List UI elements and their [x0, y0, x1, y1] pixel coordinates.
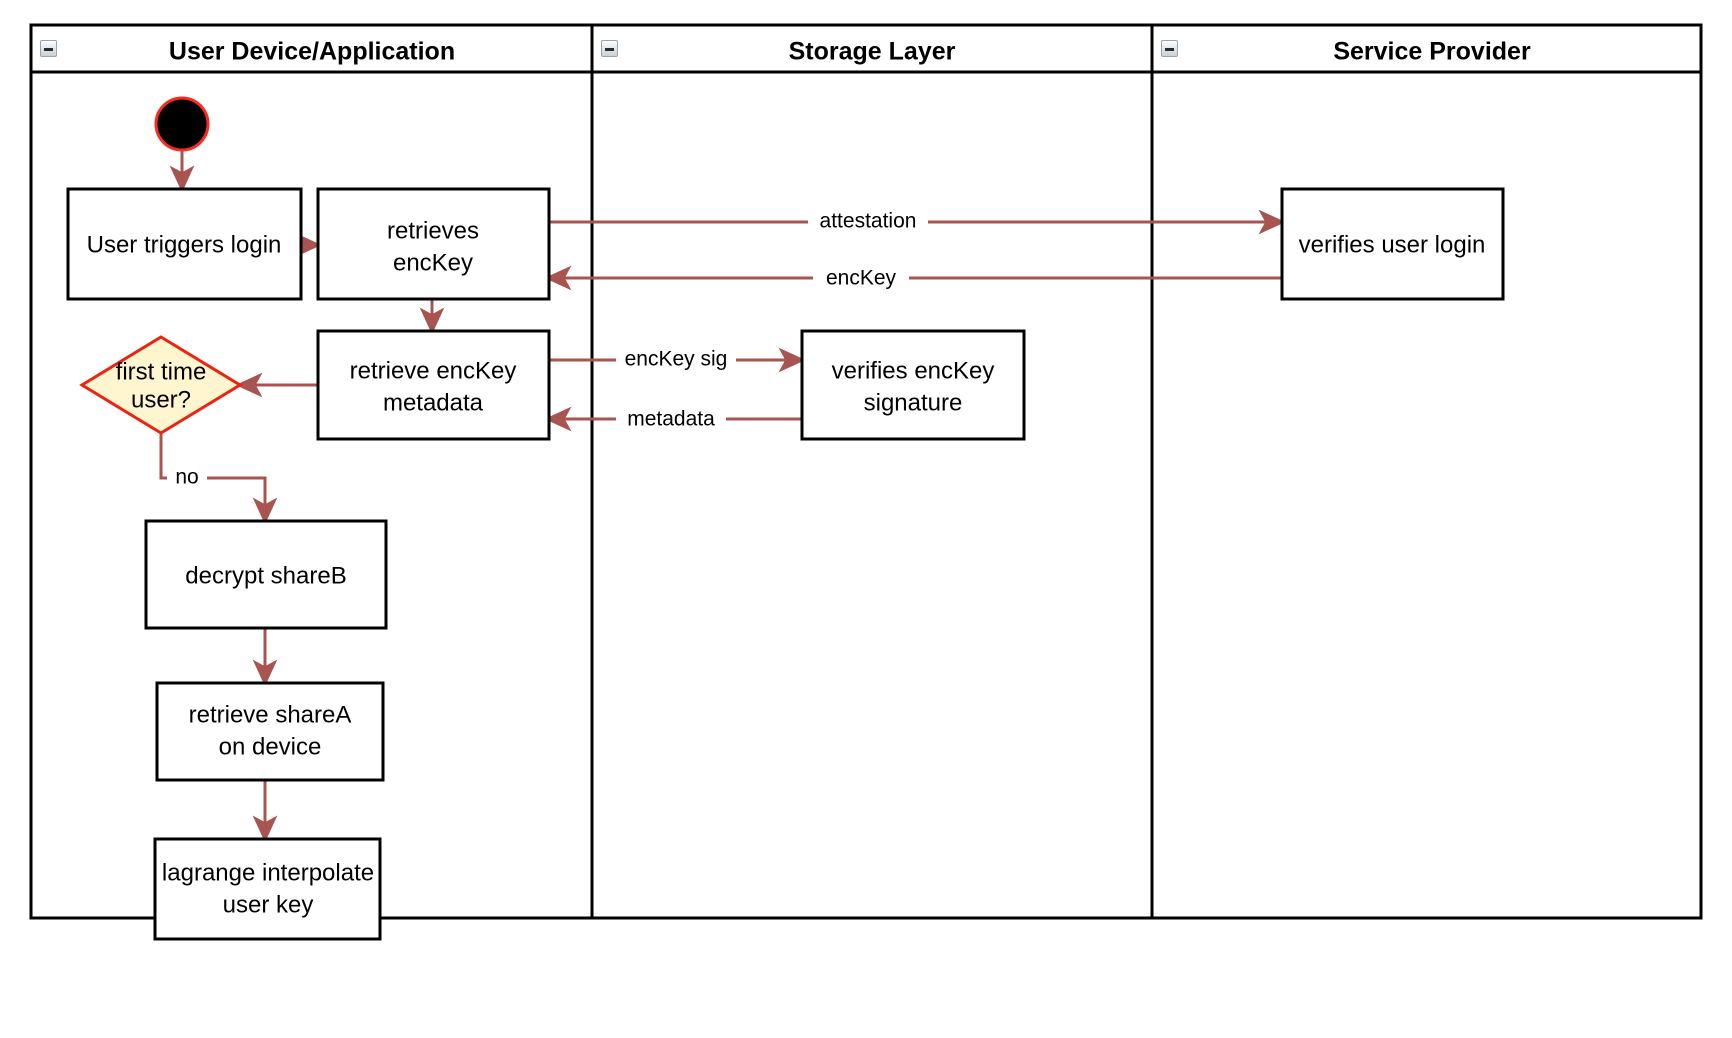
svg-text:encKey: encKey — [826, 267, 897, 290]
edge-no — [159, 420, 278, 525]
svg-text:metadata: metadata — [627, 408, 715, 431]
node-lagrange-interpolate-user-key[interactable]: lagrange interpolate user key — [153, 837, 382, 941]
node-label-first-time-user-line1: first time — [116, 358, 207, 385]
node-label-verifies-enckey-signature-line2: signature — [864, 389, 963, 416]
node-label-retrieve-enckey-metadata-line1: retrieve encKey — [350, 357, 517, 384]
node-label-retrieve-sharea-line1: retrieve shareA — [189, 701, 352, 728]
edge-label-enckey-sig: encKey sig — [616, 346, 736, 374]
node-label-lagrange-line1: lagrange interpolate — [162, 859, 374, 886]
node-label-verifies-user-login: verifies user login — [1299, 231, 1486, 258]
node-verifies-user-login[interactable]: verifies user login — [1280, 187, 1505, 301]
node-label-retrieves-enckey-line1: retrieves — [387, 217, 479, 244]
collapse-minus-icon-user-device[interactable] — [40, 40, 57, 57]
svg-text:no: no — [175, 466, 198, 489]
collapse-minus-icon-storage-layer[interactable] — [601, 40, 618, 57]
svg-text:encKey sig: encKey sig — [625, 348, 728, 371]
lane-title-service-provider: Service Provider — [1333, 38, 1531, 66]
node-user-triggers-login[interactable]: User triggers login — [66, 187, 303, 301]
node-label-lagrange-line2: user key — [223, 891, 314, 918]
node-label-user-triggers-login: User triggers login — [87, 231, 282, 258]
node-label-decrypt-shareb: decrypt shareB — [185, 562, 346, 589]
edge-label-no: no — [167, 464, 207, 492]
node-label-retrieve-sharea-line2: on device — [219, 733, 322, 760]
node-label-verifies-enckey-signature-line1: verifies encKey — [832, 357, 995, 384]
pool-outline — [29, 23, 1703, 920]
node-retrieve-enckey-metadata[interactable]: retrieve encKey metadata — [316, 329, 551, 441]
edge-label-metadata: metadata — [616, 405, 726, 433]
lane-title-storage-layer: Storage Layer — [789, 38, 956, 66]
node-verifies-enckey-signature[interactable]: verifies encKey signature — [800, 329, 1026, 441]
svg-text:attestation: attestation — [820, 210, 917, 233]
node-label-first-time-user-line2: user? — [131, 386, 191, 413]
lane-title-user-device: User Device/Application — [169, 38, 455, 66]
node-decrypt-shareb[interactable]: decrypt shareB — [144, 519, 388, 630]
node-retrieve-sharea-on-device[interactable]: retrieve shareA on device — [155, 681, 385, 782]
edge-label-attestation: attestation — [808, 208, 928, 236]
node-first-time-user-decision[interactable]: first time user? — [79, 335, 243, 435]
collapse-minus-icon-service-provider[interactable] — [1161, 40, 1178, 57]
start-node — [154, 96, 210, 152]
node-retrieves-enckey[interactable]: retrieves encKey — [316, 187, 551, 301]
edge-label-enckey: encKey — [813, 264, 909, 292]
node-label-retrieves-enckey-line2: encKey — [393, 249, 473, 276]
node-label-retrieve-enckey-metadata-line2: metadata — [383, 389, 484, 416]
